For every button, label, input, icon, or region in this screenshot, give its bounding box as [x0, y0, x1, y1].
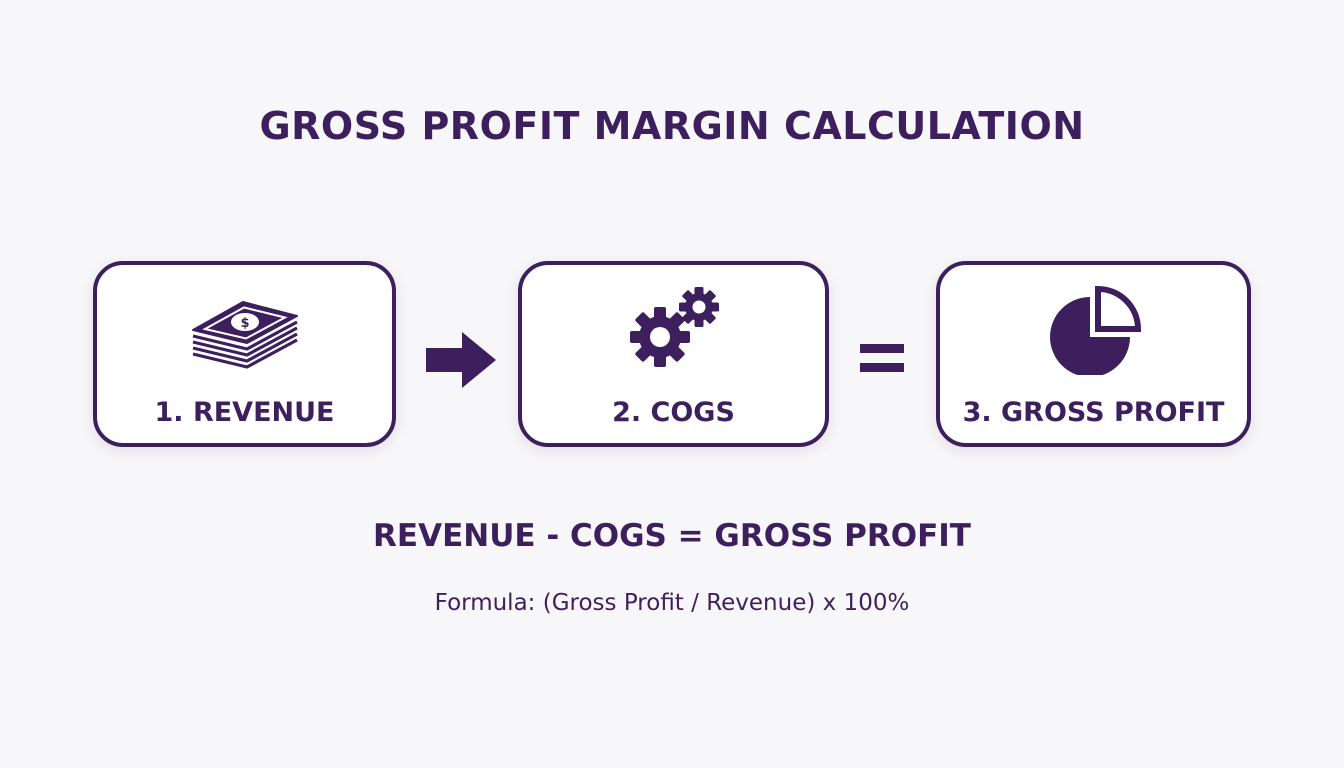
equals-icon: [858, 338, 906, 378]
step-card-revenue: $ 1. REVENUE: [93, 261, 396, 447]
step-card-gross-profit: 3. GROSS PROFIT: [936, 261, 1251, 447]
right-arrow-icon: [424, 330, 498, 390]
money-stack-icon: $: [97, 285, 392, 375]
gears-icon: [522, 285, 825, 375]
equation-text: REVENUE - COGS = GROSS PROFIT: [373, 518, 971, 554]
step-label: 1. REVENUE: [154, 397, 335, 428]
step-card-cogs: 2. COGS: [518, 261, 829, 447]
formula-text: Formula: (Gross Profit / Revenue) x 100%: [434, 590, 910, 616]
step-label: 3. GROSS PROFIT: [962, 397, 1225, 428]
step-label: 2. COGS: [612, 397, 735, 428]
svg-text:$: $: [240, 316, 249, 331]
pie-chart-icon: [940, 285, 1247, 375]
page-title: GROSS PROFIT MARGIN CALCULATION: [259, 104, 1085, 148]
